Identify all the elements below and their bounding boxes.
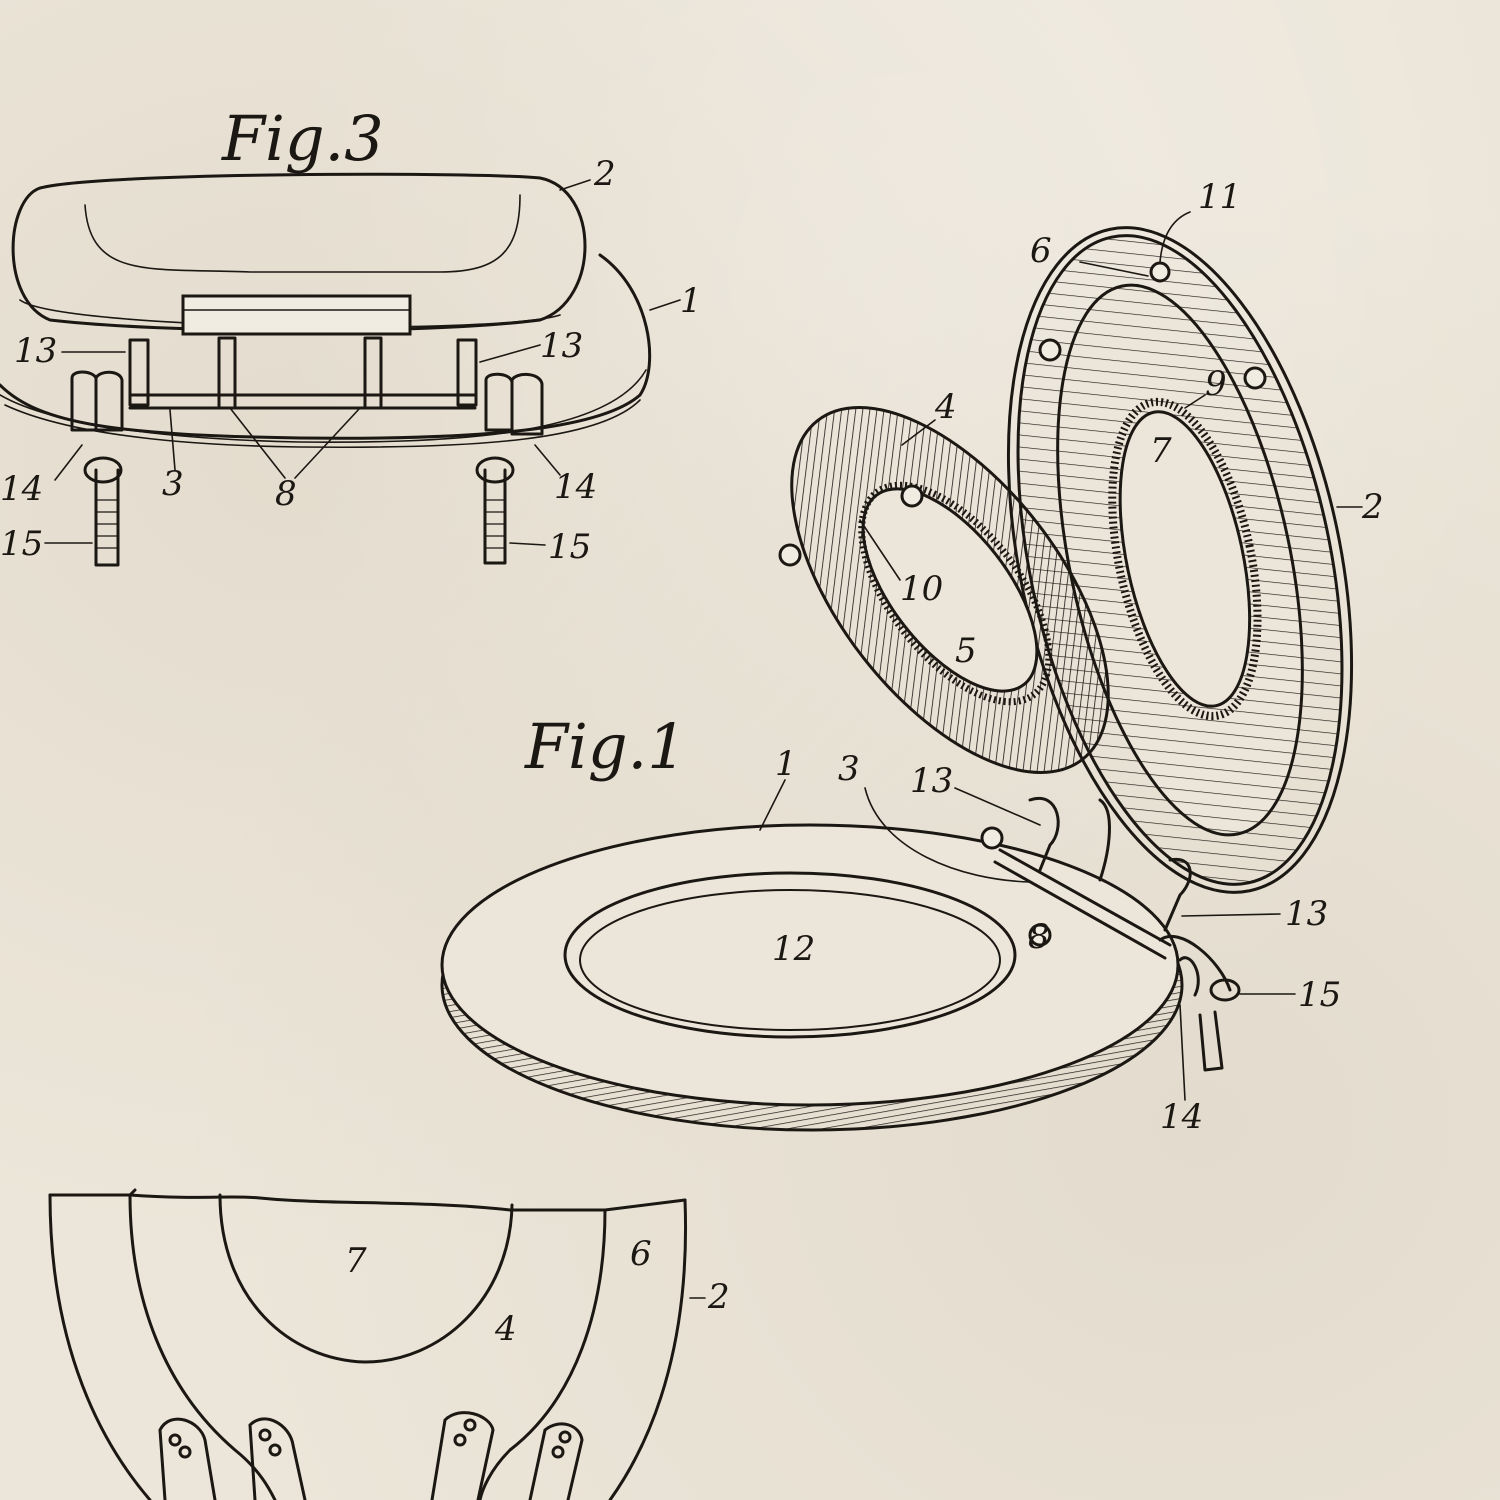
fig1-label-15: 15 — [1298, 975, 1341, 1015]
fig1-label-8: 8 — [1028, 917, 1050, 957]
fig3-label-3: 3 — [162, 464, 184, 504]
fig3-drawing: Fig.3 — [0, 102, 702, 567]
fig3-label-1: 1 — [680, 281, 702, 321]
fig2-label-6: 6 — [630, 1234, 652, 1274]
fig1-label-1: 1 — [775, 744, 797, 784]
fig2-drawing: 7 6 4 2 — [48, 1188, 730, 1500]
fig3-label-15-left: 15 — [0, 524, 43, 564]
fig1-label-3: 3 — [838, 749, 860, 789]
fig3-label-2: 2 — [593, 154, 616, 194]
fig1-label-7: 7 — [1150, 431, 1172, 471]
fig1-label-6: 6 — [1030, 231, 1052, 271]
fig1-label-13-lower: 13 — [1285, 894, 1328, 934]
fig1-drawing: Fig.1 — [440, 177, 1384, 1137]
fig1-label-14: 14 — [1160, 1097, 1203, 1137]
fig1-label-13-upper: 13 — [910, 761, 953, 801]
fig1-label-12: 12 — [772, 929, 815, 969]
fig3-label-15-right: 15 — [548, 527, 591, 567]
fig1-label-11: 11 — [1198, 177, 1241, 217]
fig3-label-8: 8 — [275, 474, 297, 514]
fig2-label-7: 7 — [345, 1241, 367, 1281]
fig3-label-13-right: 13 — [540, 326, 583, 366]
fig2-label-4: 4 — [494, 1309, 517, 1349]
fig3-label-13-left: 13 — [14, 331, 57, 371]
fig1-label-2: 2 — [1361, 487, 1384, 527]
fig1-label-10: 10 — [900, 569, 943, 609]
fig2-label-2: 2 — [707, 1277, 730, 1317]
fig1-label-9: 9 — [1205, 364, 1227, 404]
fig3-title: Fig.3 — [221, 102, 384, 175]
fig1-label-4: 4 — [934, 387, 957, 427]
fig1-label-5: 5 — [955, 631, 977, 671]
fig1-title: Fig.1 — [524, 710, 687, 783]
fig3-label-14-right: 14 — [554, 467, 597, 507]
fig3-label-14-left: 14 — [0, 469, 43, 509]
